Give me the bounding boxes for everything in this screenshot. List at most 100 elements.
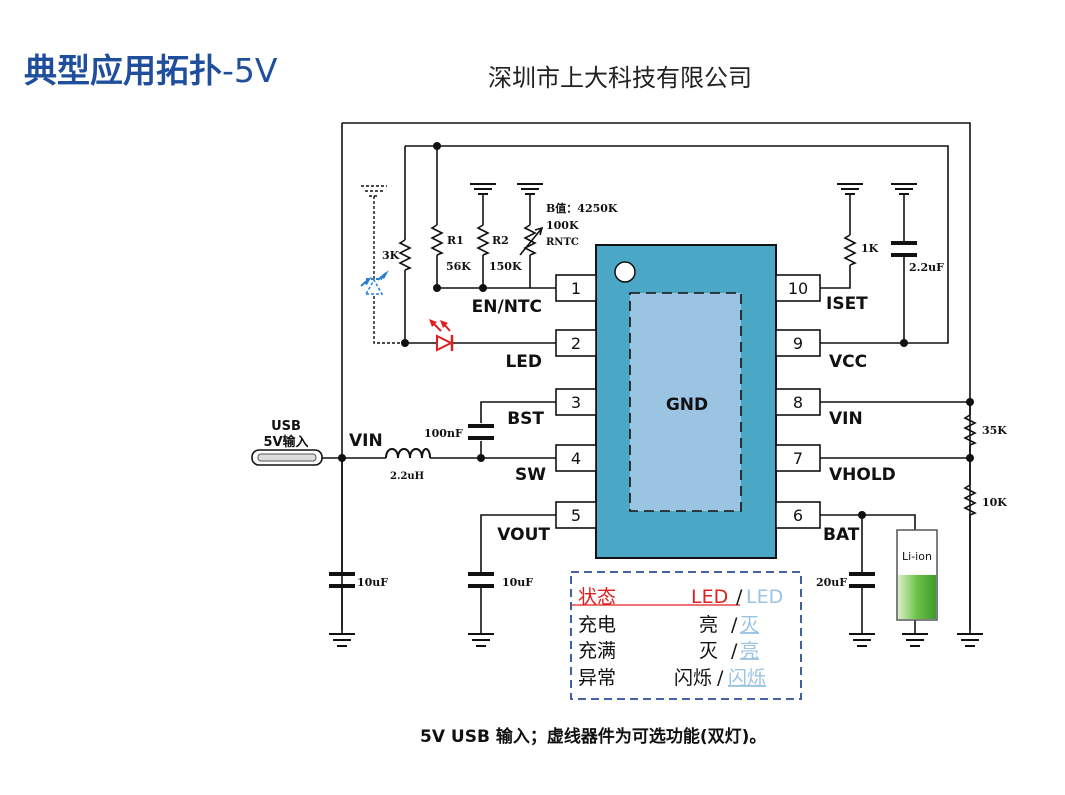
- battery-cap-value: 20uF: [816, 576, 847, 589]
- pin-4-label: SW: [515, 465, 546, 485]
- resistors: [398, 224, 977, 516]
- legend-row-state: 异常: [578, 667, 616, 689]
- legend-row-led: 闪烁: [674, 667, 712, 689]
- battery-icon: [896, 529, 938, 621]
- ground-icon: [468, 633, 494, 647]
- ground-icon: [517, 183, 543, 195]
- resistor-iset: [843, 234, 857, 266]
- junction-dots: [338, 142, 974, 519]
- page-title: 典型应用拓扑-5V: [24, 44, 277, 92]
- r35k-label: 35K: [982, 424, 1007, 437]
- pin-1-label: EN/NTC: [472, 297, 542, 317]
- optional-ground-icon: [361, 185, 400, 344]
- ground-icon: [849, 633, 875, 647]
- r3k-label: 3K: [382, 249, 400, 262]
- ground-icon: [470, 183, 496, 195]
- legend-row-led2: 亮: [740, 640, 759, 662]
- led-blue-icon: [360, 270, 389, 295]
- chip-package: [595, 244, 777, 559]
- resistor-ntc: [523, 224, 537, 256]
- cap-vcc: [891, 241, 917, 257]
- inductor-icon: [385, 448, 431, 459]
- pin-8-number: 8: [793, 393, 803, 412]
- vcc-cap-value: 2.2uF: [909, 261, 944, 274]
- legend-row-led: 亮: [699, 614, 718, 636]
- r2-value: 150K: [489, 260, 522, 273]
- ground-icon: [837, 183, 863, 195]
- r1-value: 56K: [446, 260, 471, 273]
- pin-2-label: LED: [505, 352, 542, 372]
- pin-3-number: 3: [571, 393, 581, 412]
- chip-center-label: GND: [666, 395, 708, 415]
- usb-label: USB: [271, 419, 301, 434]
- pin-6-number: 6: [793, 506, 803, 525]
- pin-1-number: 1: [571, 279, 581, 298]
- ntc-resistance: 100K: [546, 219, 579, 232]
- bst-cap-value: 100nF: [424, 427, 463, 440]
- resistor-10k: [963, 484, 977, 516]
- ground-icon: [902, 633, 928, 647]
- legend-sep: /: [731, 640, 738, 662]
- pin-10-number: 10: [788, 279, 808, 298]
- resistor-r1: [430, 224, 444, 256]
- pin-5-number: 5: [571, 506, 581, 525]
- pin-7-label: VHOLD: [829, 465, 896, 485]
- inductor-value: 2.2uH: [390, 471, 424, 482]
- cap-out: [468, 572, 494, 588]
- cap-bst: [468, 424, 494, 440]
- iset-resistor-value: 1K: [861, 242, 879, 255]
- led-status-legend: 状态 LED / LED 充电 亮 / 灭 充满 灭 / 亮 异常 闪烁 / 闪…: [570, 571, 802, 700]
- title-main: 典型应用拓扑: [24, 51, 222, 90]
- legend-sep: /: [717, 667, 724, 689]
- r2-label: R2: [492, 234, 509, 247]
- title-suffix: -5V: [222, 51, 278, 90]
- pin-6-label: BAT: [823, 525, 860, 545]
- pin-4-number: 4: [571, 449, 581, 468]
- ntc-name: RNTC: [546, 237, 579, 248]
- output-cap-value: 10uF: [502, 576, 533, 589]
- resistor-3k: [398, 239, 412, 271]
- ntc-b-value: B值：4250K: [546, 201, 618, 215]
- chip-pins: [555, 274, 821, 529]
- pin-10-label: ISET: [826, 294, 868, 314]
- legend-sep: /: [731, 614, 738, 636]
- pin-7-number: 7: [793, 449, 803, 468]
- legend-header-state: 状态: [578, 586, 616, 608]
- legend-header-led: LED: [691, 586, 728, 608]
- battery-label: Li-ion: [902, 550, 932, 563]
- ground-icon: [329, 633, 355, 647]
- r1-label: R1: [447, 234, 464, 247]
- vin-label: VIN: [349, 431, 383, 451]
- chip-thermal-pad: [629, 292, 742, 512]
- legend-row-led2: 闪烁: [728, 667, 766, 689]
- resistor-r2: [476, 224, 490, 256]
- input-cap-value: 10uF: [357, 576, 388, 589]
- led-red-icon: [429, 319, 454, 352]
- cap-bat: [849, 572, 875, 588]
- legend-row-led2: 灭: [740, 614, 759, 636]
- pin-5-label: VOUT: [497, 525, 550, 545]
- pin-3-label: BST: [507, 409, 544, 429]
- caption: 5V USB 输入；虚线器件为可选功能(双灯)。: [420, 727, 767, 747]
- cap-in: [329, 572, 355, 588]
- pin1-marker-icon: [614, 261, 636, 283]
- ground-icon: [957, 633, 983, 647]
- legend-row-state: 充电: [578, 614, 616, 636]
- r10k-label: 10K: [982, 496, 1007, 509]
- usb-input-label: 5V输入: [263, 434, 308, 450]
- pin-9-number: 9: [793, 334, 803, 353]
- usb-connector-icon: [251, 449, 323, 466]
- pin-8-label: VIN: [829, 409, 863, 429]
- legend-row-led: 灭: [699, 640, 718, 662]
- legend-sep: /: [736, 586, 743, 608]
- company-name: 深圳市上大科技有限公司: [488, 64, 752, 92]
- resistor-35k: [963, 414, 977, 446]
- legend-header-led2: LED: [746, 586, 783, 608]
- capacitors: [329, 241, 917, 588]
- legend-row-state: 充满: [578, 640, 616, 662]
- pin-2-number: 2: [571, 334, 581, 353]
- ground-icon: [891, 183, 917, 195]
- wires: [259, 122, 971, 634]
- pin-9-label: VCC: [829, 352, 867, 372]
